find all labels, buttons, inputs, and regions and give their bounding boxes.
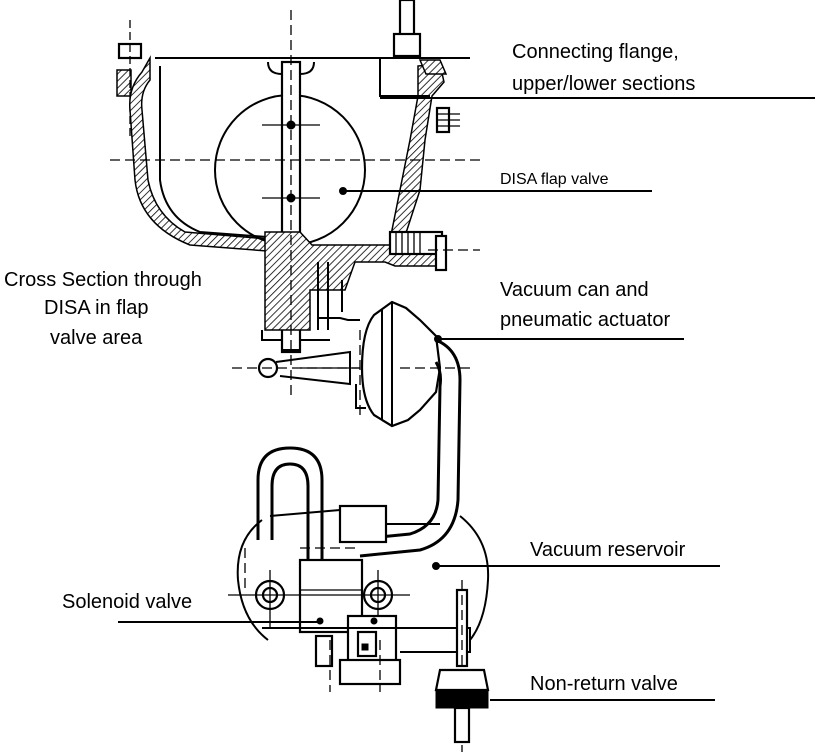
label-connecting-flange-1: Connecting flange, [512,41,679,63]
left-flange-bolt [116,20,143,140]
label-cross-section-3: valve area [50,327,143,349]
solenoid-valve [228,558,471,692]
labels: Connecting flange, upper/lower sections … [4,41,695,695]
label-vacuum-reservoir: Vacuum reservoir [530,539,686,561]
leader-lines [118,97,815,701]
label-vacuum-can-1: Vacuum can and [500,279,649,301]
base-bolt [388,230,448,272]
label-connecting-flange-2: upper/lower sections [512,73,695,95]
vacuum-reservoir-body [236,446,490,641]
label-solenoid-valve: Solenoid valve [62,591,192,613]
centerlines-upper [110,10,480,395]
label-disa-flap-valve: DISA flap valve [500,171,609,188]
vacuum-can [349,300,470,558]
label-non-return-valve: Non-return valve [530,673,678,695]
label-cross-section-2: DISA in flap [44,297,149,319]
right-wall-screw [435,106,460,134]
top-connector [392,0,422,58]
non-return-valve [434,580,490,752]
label-cross-section-1: Cross Section through [4,269,202,291]
label-vacuum-can-2: pneumatic actuator [500,309,670,331]
